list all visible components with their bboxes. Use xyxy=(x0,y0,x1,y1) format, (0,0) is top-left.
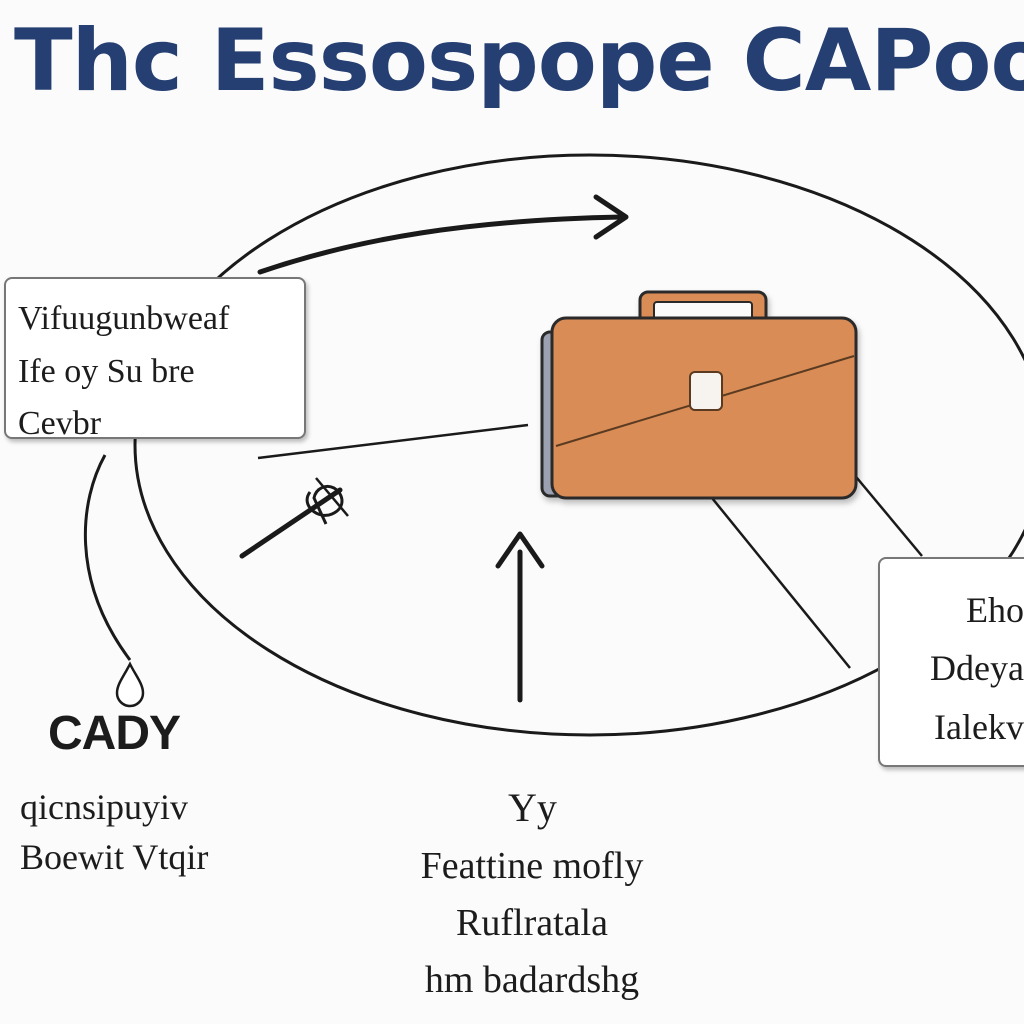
right-note-line: Ddeya xyxy=(930,648,1024,689)
bottom-left-caption: qicnsipuyiv Boewit Vtqir xyxy=(20,782,208,883)
left-note-line: Cevbr xyxy=(18,405,102,443)
left-note-line: Ife oy Su bre xyxy=(18,352,195,390)
right-note-line: Ialekv xyxy=(934,706,1024,747)
connector-left xyxy=(257,423,529,460)
left-note-box: Vifuugunbweaf Ife oy Su bre Cevbr xyxy=(4,277,306,442)
right-note-line: Eho xyxy=(966,590,1024,630)
arrow-up-icon xyxy=(495,531,545,703)
droplet-connector xyxy=(83,454,132,661)
diagram-title: Thc Essospope CAPoodlmg xyxy=(14,11,1024,111)
bottom-left-caption-line: Boewit Vtqir xyxy=(20,837,209,878)
briefcase-icon xyxy=(540,290,858,500)
pen-icon xyxy=(239,477,349,559)
arrow-right-icon xyxy=(257,194,629,275)
droplet-icon xyxy=(115,661,145,708)
right-note-box: Eho Ddeya Ialekv xyxy=(878,557,1024,767)
bottom-center-heading: Yy xyxy=(508,785,557,830)
bottom-left-heading: CADY xyxy=(48,707,181,760)
bottom-center-caption-line: Ruflratala xyxy=(456,902,608,944)
connector-right-2 xyxy=(851,471,923,557)
bottom-center-caption-line: hm badardshg xyxy=(424,959,640,1001)
connector-right-1 xyxy=(711,497,851,669)
bottom-center-caption: Feattine mofly Ruflratala hm badardshg xyxy=(400,838,664,1009)
left-note-line: Vifuugunbweaf xyxy=(18,300,230,337)
bottom-center-caption-line: Feattine mofly xyxy=(420,845,644,887)
bottom-left-caption-line: qicnsipuyiv xyxy=(20,787,188,827)
cycle-ellipse xyxy=(133,153,1024,737)
